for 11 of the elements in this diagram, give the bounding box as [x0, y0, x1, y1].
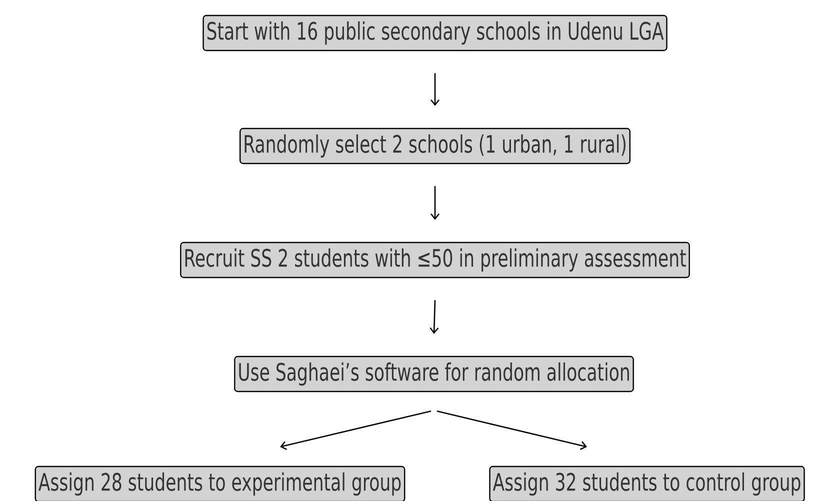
process-box: Use Saghaei’s software for random allocation — [234, 356, 634, 392]
process-box: Recruit SS 2 students with ≤50 in preliminary assessment — [180, 242, 690, 278]
arrow — [280, 410, 432, 450]
process-box: Randomly select 2 schools (1 urban, 1 rural) — [239, 128, 631, 164]
arrow — [430, 186, 440, 220]
arrow — [430, 73, 440, 106]
arrow — [436, 410, 587, 450]
process-box: Start with 16 public secondary schools in Udenu LGA — [202, 14, 668, 52]
arrow — [430, 300, 439, 334]
process-box: Assign 32 students to control group — [489, 466, 805, 501]
process-box: Assign 28 students to experimental group — [34, 466, 406, 501]
